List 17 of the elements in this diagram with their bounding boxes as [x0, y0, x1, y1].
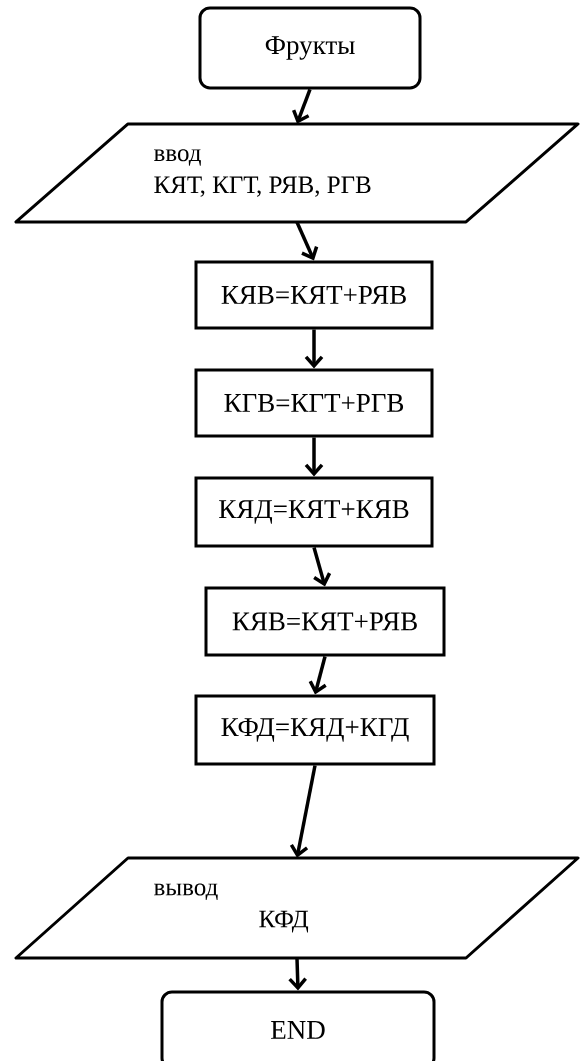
process-box: КЯВ=КЯТ+РЯВ: [204, 586, 446, 657]
arrow: [304, 329, 324, 369]
process-box: КГВ=КГТ+РГВ: [194, 368, 434, 438]
process-box: КЯВ=КЯТ+РЯВ: [194, 260, 434, 330]
arrow: [312, 547, 332, 587]
arrow: [288, 958, 307, 991]
parallelogram-box: вывод КФД: [14, 856, 580, 960]
process-box: КФД=КЯД+КГД: [194, 694, 436, 766]
arrow: [289, 765, 317, 858]
terminal-box: Фрукты: [198, 6, 422, 90]
terminal-box: END: [160, 990, 436, 1061]
arrow: [304, 437, 324, 477]
arrow: [308, 656, 327, 695]
process-box: КЯД=КЯТ+КЯВ: [194, 476, 434, 548]
parallelogram-box: ввод КЯТ, КГТ, РЯВ, РГВ: [14, 122, 580, 224]
arrow: [295, 221, 319, 261]
arrow: [292, 88, 312, 124]
